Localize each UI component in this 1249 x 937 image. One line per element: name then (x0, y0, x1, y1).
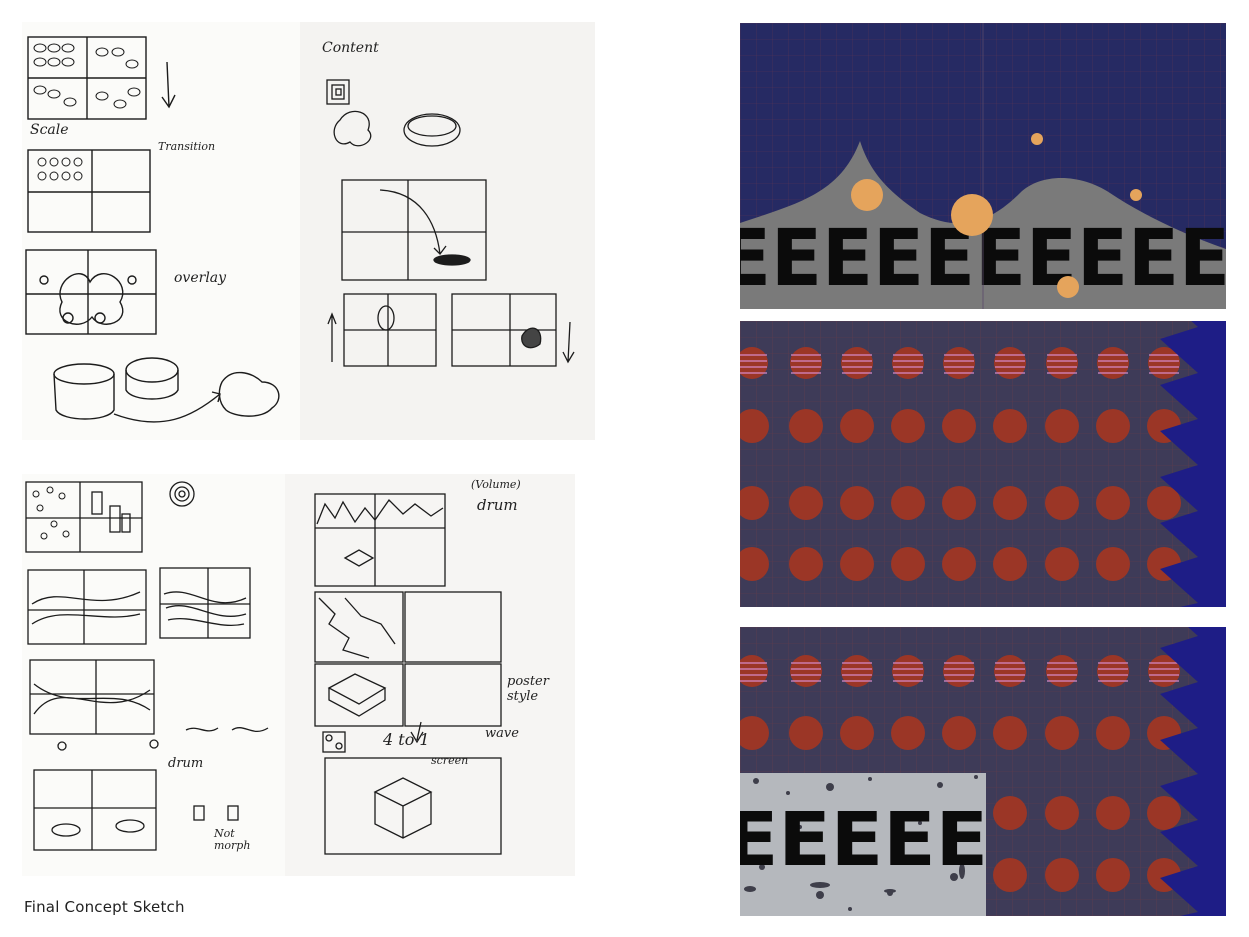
striped-circle (1046, 655, 1078, 687)
orange-dot (1130, 189, 1142, 201)
red-circle (891, 716, 925, 750)
red-circle (942, 716, 976, 750)
red-circle (942, 486, 976, 520)
sketch-note-drum-volume: drum (477, 496, 518, 514)
sketch-note-poster-style: poster style (507, 674, 549, 704)
orange-dot (951, 194, 993, 236)
striped-circle (943, 347, 975, 379)
red-circle (840, 409, 874, 443)
red-circle (1045, 796, 1079, 830)
red-circle (993, 486, 1027, 520)
red-circle (840, 547, 874, 581)
red-circle (1096, 547, 1130, 581)
red-circle (740, 486, 769, 520)
striped-circle (1097, 347, 1129, 379)
striped-circle (841, 347, 873, 379)
striped-circle (892, 655, 924, 687)
red-circle (1045, 409, 1079, 443)
striped-circle (994, 655, 1026, 687)
red-circle (789, 486, 823, 520)
orange-dot (1057, 276, 1079, 298)
zigzag-edge (1150, 627, 1226, 916)
sketch-photo-poster: (Volume) drum poster style wave 4 to 1 s… (285, 474, 575, 876)
striped-circle (892, 347, 924, 379)
orange-dot (851, 179, 883, 211)
red-circle (993, 547, 1027, 581)
red-circle (1045, 716, 1079, 750)
sketch-note-screen: screen (431, 754, 469, 767)
red-circle (993, 409, 1027, 443)
orange-dot (1031, 133, 1043, 145)
sketch-note-content: Content (322, 40, 379, 56)
red-circle (740, 547, 769, 581)
striped-circle (1046, 347, 1078, 379)
sketch-photo-scale-overlay: Scale Transition overlay (22, 22, 322, 440)
red-circle (1096, 858, 1130, 892)
red-circle (1045, 858, 1079, 892)
letters-e-row-concrete: EEEEE (740, 797, 988, 883)
red-circle (993, 796, 1027, 830)
red-circle (891, 486, 925, 520)
red-circle (1096, 486, 1130, 520)
red-circle (1096, 409, 1130, 443)
sketch-photo-content: Content (300, 22, 595, 440)
striped-circle (790, 347, 822, 379)
zigzag-edge (1150, 321, 1226, 607)
red-circle (891, 409, 925, 443)
sketch-note-drum: drum (168, 756, 204, 771)
red-circle (1096, 716, 1130, 750)
concrete-block: EEEEE (740, 773, 988, 916)
striped-circle (1097, 655, 1129, 687)
red-circle (840, 716, 874, 750)
red-circle (1096, 796, 1130, 830)
red-circle (1147, 486, 1181, 520)
red-circle (942, 409, 976, 443)
render-panel-mountains: EEEEEEEEEE (740, 23, 1226, 309)
red-circle (840, 486, 874, 520)
sketch-note-overlay: overlay (174, 270, 227, 286)
red-circle (1045, 486, 1079, 520)
striped-circle (790, 655, 822, 687)
sketch-note-not-morph: Not morph (214, 827, 251, 852)
red-circle (891, 547, 925, 581)
sketch-note-wave: wave (485, 726, 519, 741)
sketch-note-transition: Transition (158, 140, 216, 153)
sketch-note-scale: Scale (30, 122, 69, 138)
red-circle (993, 858, 1027, 892)
sketch-note-four-to-one: 4 to 1 (383, 730, 430, 749)
sketch-photo-wave: drum Not morph (22, 474, 292, 876)
red-circle (740, 409, 769, 443)
red-circle (740, 716, 769, 750)
sketch-note-volume: (Volume) (471, 478, 521, 491)
caption-final-concept-sketch: Final Concept Sketch (24, 898, 185, 916)
red-circle (789, 547, 823, 581)
render-panel-circles (740, 321, 1226, 607)
striped-circle (943, 655, 975, 687)
red-circle (1147, 796, 1181, 830)
striped-circle (841, 655, 873, 687)
red-circle (789, 716, 823, 750)
red-circle (942, 547, 976, 581)
red-circle (993, 716, 1027, 750)
striped-circle (994, 347, 1026, 379)
red-circle (789, 409, 823, 443)
red-circle (1045, 547, 1079, 581)
render-panel-circles-concrete: EEEEE (740, 627, 1226, 916)
